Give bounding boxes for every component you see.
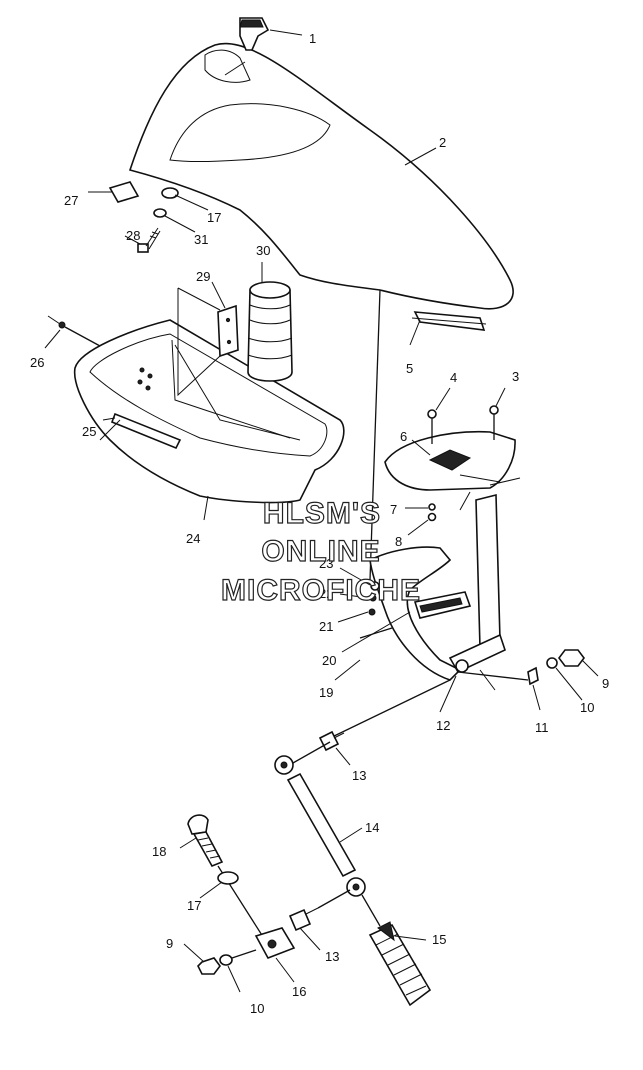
callout-4: 4: [450, 370, 457, 385]
callout-31: 31: [194, 232, 208, 247]
washer-23-part: [370, 581, 380, 591]
storage-tray: [73, 319, 345, 504]
callout-8: 8: [395, 534, 402, 549]
callout-29: 29: [196, 269, 210, 284]
screw-26-part: [47, 315, 101, 347]
callout-23: 23: [319, 556, 333, 571]
callout-7: 7: [390, 502, 397, 517]
callout-6: 6: [400, 429, 407, 444]
hood-cover: [128, 42, 514, 310]
callout-11: 11: [535, 720, 549, 735]
strip-part: [411, 311, 487, 331]
bracket-part: [177, 287, 239, 397]
pedal-frame: [369, 477, 521, 691]
callout-13: 13: [352, 768, 366, 783]
callout-14: 14: [365, 820, 379, 835]
nut-8-part: [427, 512, 437, 522]
callout-18: 18: [152, 844, 166, 859]
callout-21: 21: [319, 619, 333, 634]
callout-9-lower: 9: [166, 936, 173, 951]
nut-22-part: [369, 594, 377, 602]
callout-1: 1: [309, 31, 316, 46]
washer-7-part: [428, 503, 436, 511]
grip-part: [361, 894, 432, 1007]
bolt-21-part: [368, 608, 376, 616]
callout-24: 24: [186, 531, 200, 546]
callout-22: 22: [319, 586, 333, 601]
shock-absorber: [274, 741, 366, 897]
callout-20: 20: [322, 653, 336, 668]
callout-15: 15: [432, 932, 446, 947]
watermark-line-2: ONLINE: [261, 535, 380, 568]
callout-27: 27: [64, 193, 78, 208]
callout-10-lower: 10: [250, 1001, 264, 1016]
callout-16: 16: [292, 984, 306, 999]
cap-part: [239, 17, 270, 51]
screw-part: [137, 227, 161, 253]
watermark-line-3: MICROFICHE: [221, 574, 421, 607]
callout-17: 17: [207, 210, 221, 225]
tray-strip-part: [110, 412, 182, 450]
rod-line: [329, 679, 451, 739]
screw-pair: [427, 405, 499, 444]
washer-17b-part: [217, 871, 239, 885]
nut-9b-part: [197, 957, 221, 975]
callout-25: 25: [82, 424, 96, 439]
washer-part: [161, 187, 179, 199]
clip-plate-part: [254, 927, 296, 959]
callout-17-lower: 17: [187, 898, 201, 913]
callout-28: 28: [126, 228, 140, 243]
stud-upper: [318, 730, 345, 752]
callout-13-lower: 13: [325, 949, 339, 964]
callout-9: 9: [602, 676, 609, 691]
callout-3: 3: [512, 369, 519, 384]
callout-labels: 1 2 3 4 5 6 7 8 9 10 11 12 13 14 15 16 1…: [30, 31, 609, 1016]
leader-lines: [44, 29, 599, 993]
callout-5: 5: [406, 361, 413, 376]
canister-part: [247, 281, 293, 382]
hardware-9-10-11: [457, 649, 585, 686]
watermark-line-1: HLSM'S: [263, 497, 381, 530]
watermark: HLSM'S ONLINE MICROFICHE: [220, 496, 421, 607]
callout-30: 30: [256, 243, 270, 258]
mounting-plate: [384, 430, 516, 491]
pin-part: [359, 627, 393, 639]
pad-part: [108, 181, 140, 203]
callout-12: 12: [436, 718, 450, 733]
washer-part: [153, 208, 167, 218]
callout-10: 10: [580, 700, 594, 715]
callout-2: 2: [439, 135, 446, 150]
washer-10b-part: [219, 954, 233, 966]
callout-26: 26: [30, 355, 44, 370]
stud-lower: [288, 889, 351, 932]
callout-19: 19: [319, 685, 333, 700]
